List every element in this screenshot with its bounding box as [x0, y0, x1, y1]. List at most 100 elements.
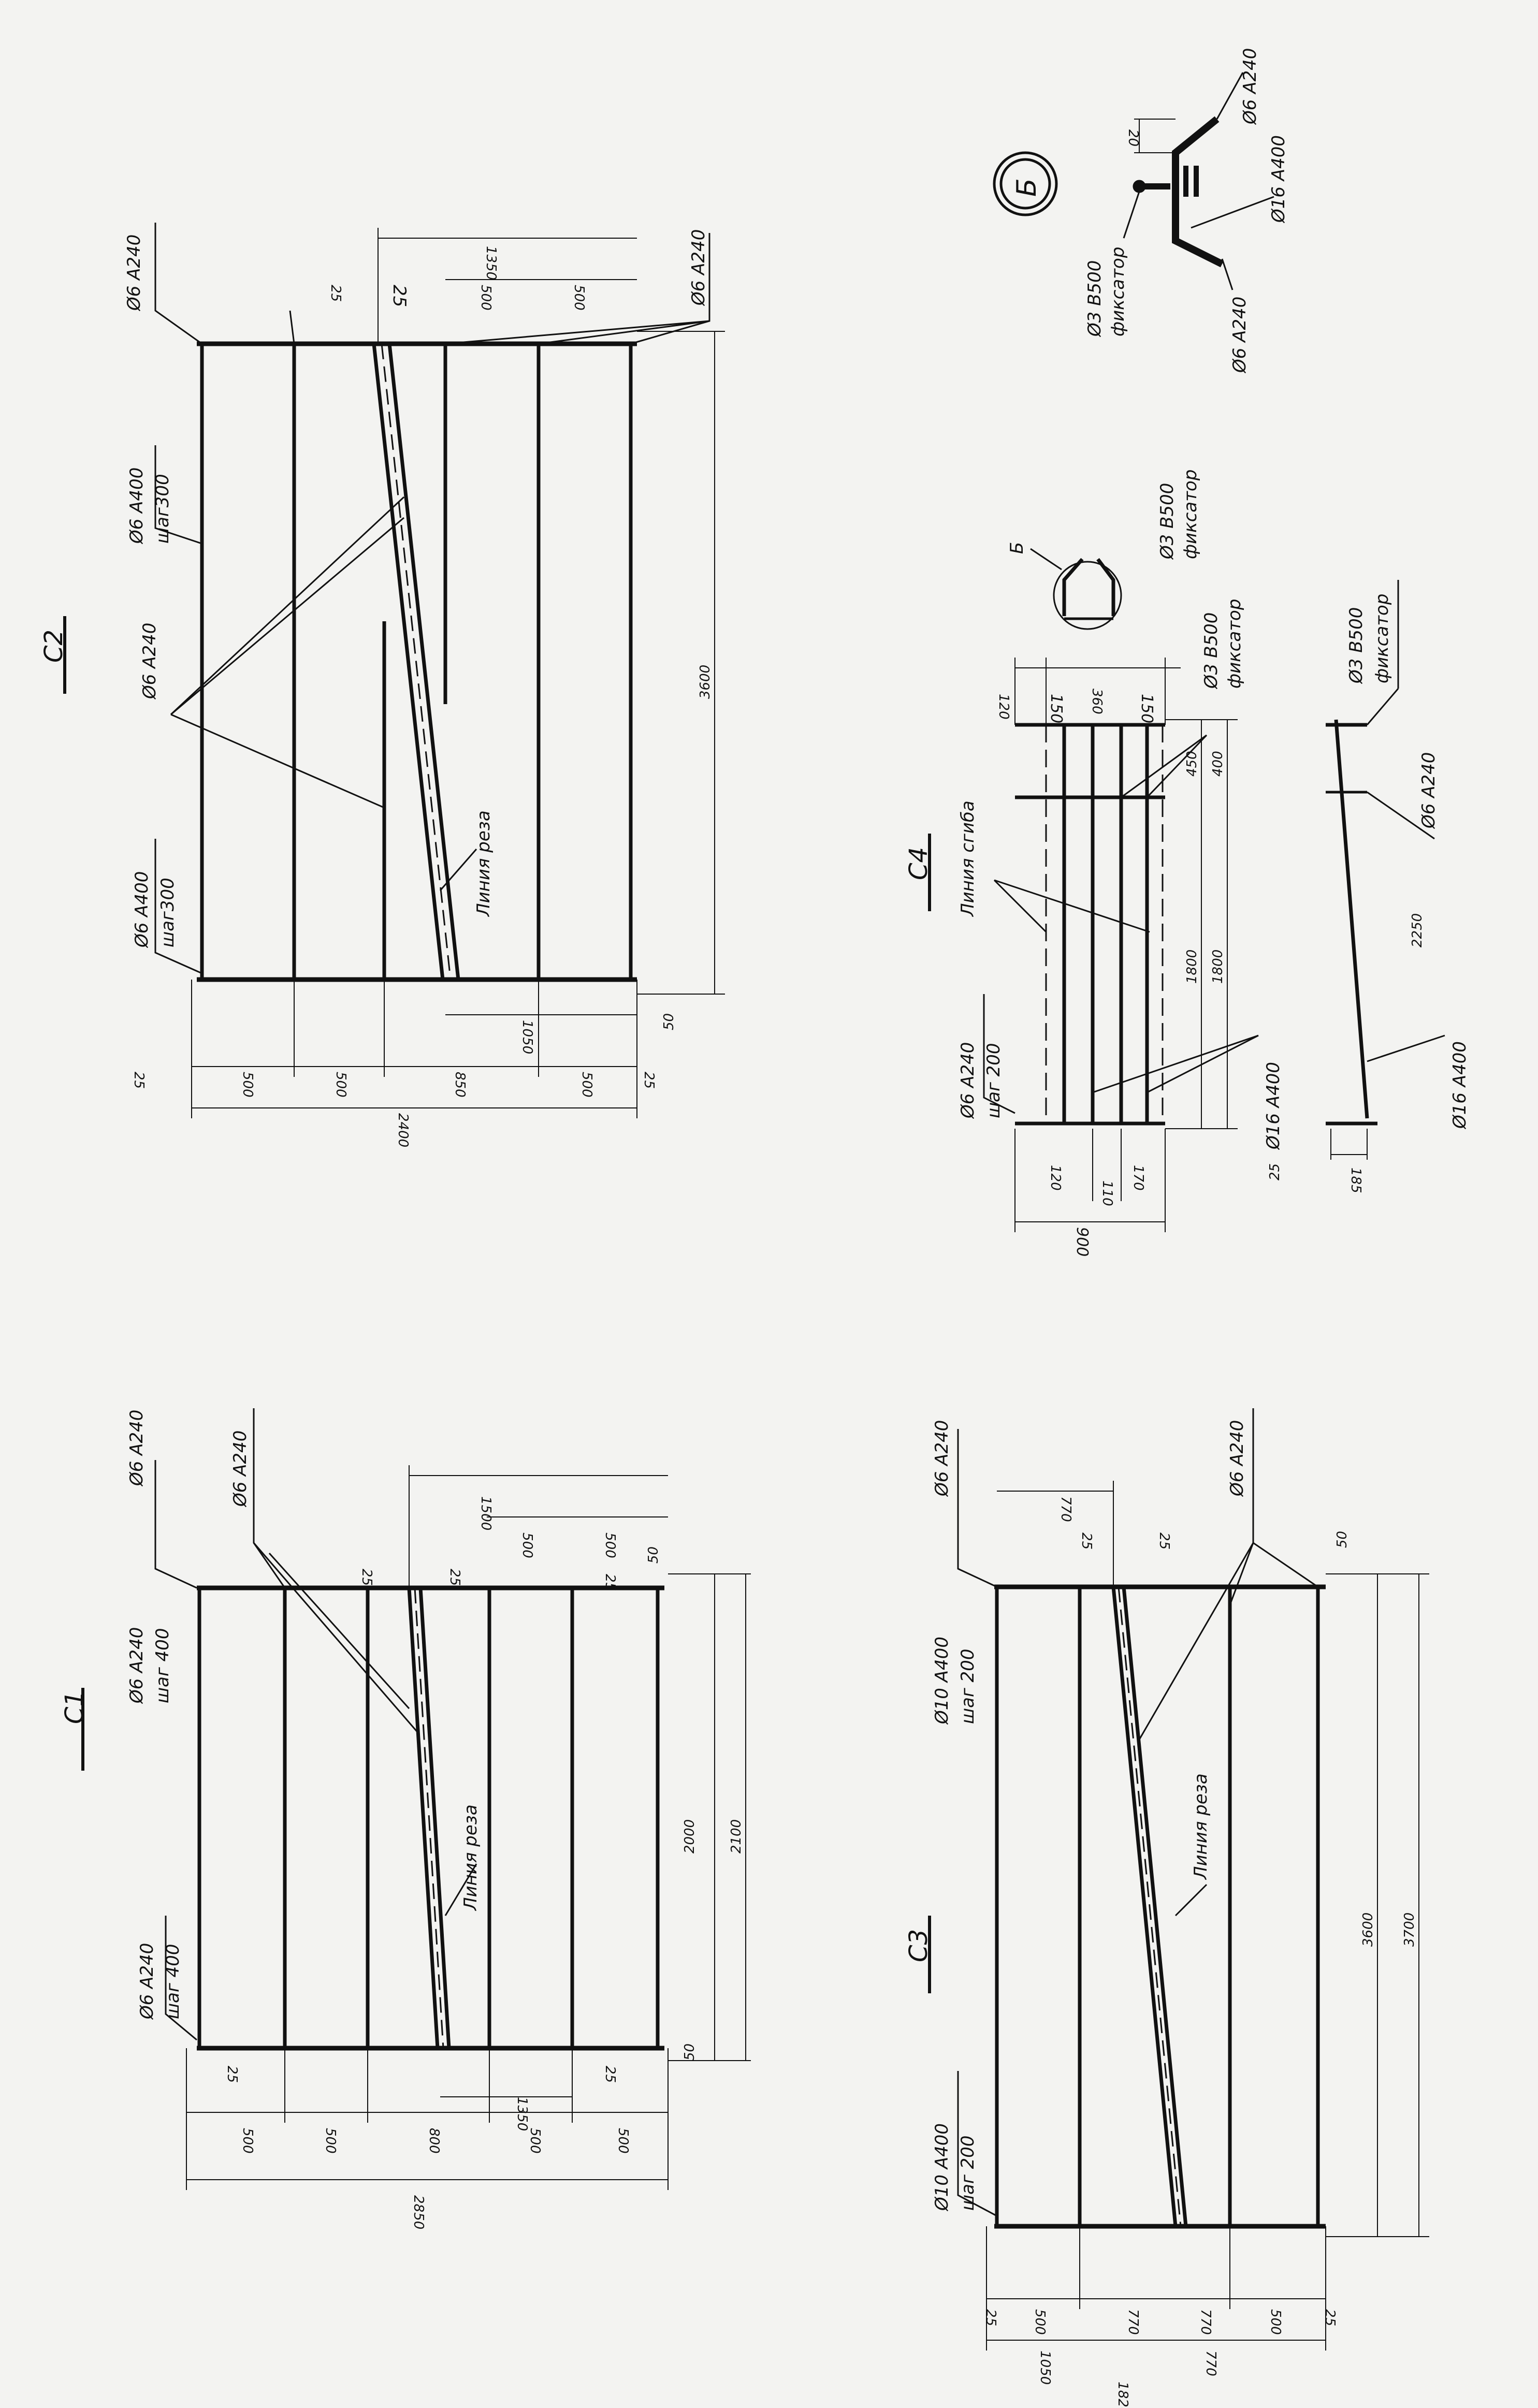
mesh-c3-labels: C3 Ø10 А400 шаг 200 Ø10 А400 шаг 200 Ø6 … [904, 1420, 1417, 2408]
dim-label: 500 [240, 1072, 255, 1098]
c2-rebar-label: Ø6 А240 [688, 229, 709, 307]
c2-cut-line [381, 343, 452, 980]
mesh-c1 [154, 1408, 751, 2190]
c4-side-label: фиксатор [1372, 594, 1392, 683]
detail-b-labels: Б Ø6 А240 Ø16 А400 Ø3 В500 фиксатор Ø6 А… [1011, 48, 1289, 374]
dim-label: 2000 [682, 1819, 698, 1854]
dim-label: 120 [1048, 1165, 1063, 1191]
c4-rebar-label: Ø6 А240 [957, 1042, 978, 1119]
detail-b-mark-outer [993, 151, 1058, 216]
c1-cut-bar-a [407, 1587, 440, 2049]
mesh-c2-labels: C2 Ø6 А400 шаг300 Ø6 А240 Ø6 А400 шаг300… [39, 229, 713, 1148]
dim-label: 500 [615, 2128, 631, 2154]
dim-label: 1050 [519, 1020, 535, 1054]
c1-title: C1 [60, 1691, 89, 1724]
c3-cut-line [1118, 1586, 1182, 2227]
dim-label: 150 [1047, 694, 1065, 723]
c4-callout-label: Б [1007, 542, 1027, 554]
dim-label: 25 [328, 285, 343, 302]
dim-label: 450 [1184, 751, 1200, 777]
dim-label: 25 [1156, 1533, 1172, 1550]
dim-label: 25 [1322, 2309, 1338, 2326]
dim-label: 3600 [1360, 1913, 1376, 1947]
detail-b-mark-inner [999, 158, 1051, 210]
detail-b-label: Ø3 В500 [1084, 260, 1105, 338]
dim-label: 500 [1032, 2309, 1048, 2335]
dim-label: 50 [661, 1013, 677, 1030]
c2-rebar-label: Ø6 А400 [132, 871, 152, 948]
dim-label: 25 [602, 1574, 618, 1591]
dim-label: 25 [1079, 1533, 1094, 1550]
dim-label: 500 [519, 1533, 535, 1558]
c4-side-view [1326, 580, 1445, 1160]
dim-label: 25 [131, 1072, 147, 1089]
dim-label: 800 [426, 2128, 442, 2154]
dim-label: 25 [224, 2066, 240, 2083]
dim-label: 150 [1138, 694, 1156, 723]
mesh-c2 [154, 223, 725, 1118]
dim-label: 500 [571, 285, 587, 311]
dim-label: 770 [1203, 2351, 1218, 2376]
dim-label: 1350 [483, 246, 499, 280]
dim-label: 3700 [1402, 1913, 1417, 1947]
c2-cut-bar-a [372, 343, 445, 980]
c1-rebar-label: Ø6 А240 [230, 1431, 251, 1508]
c4-side-label: Ø3 В500 [1346, 607, 1367, 684]
c1-cut-line-label: Линия реза [460, 1804, 481, 1911]
c4-rebar-label: Ø3 В500 [1157, 483, 1178, 560]
dim-label: 500 [602, 1533, 618, 1558]
c2-rebar-step: шаг300 [157, 878, 178, 947]
dim-label: 120 [996, 694, 1011, 720]
c2-cut-line-label: Линия реза [473, 810, 494, 917]
detail-b-shape [1172, 116, 1224, 268]
detail-b-label: фиксатор [1108, 247, 1128, 337]
dim-label: 50 [1334, 1531, 1350, 1548]
dim-label: 170 [1130, 1165, 1146, 1191]
dim-label: 500 [579, 1072, 594, 1098]
dim-label: 770 [1198, 2309, 1213, 2335]
c4-side-label: Ø6 А240 [1418, 752, 1439, 829]
dim-label: 110 [1099, 1180, 1115, 1206]
mesh-c4 [983, 548, 1259, 1232]
dim-label: 25 [389, 285, 410, 307]
c4-rebar-label: Ø16 А400 [1263, 1062, 1284, 1150]
c3-rebar-step: шаг 200 [957, 1648, 978, 1724]
dim-label: 500 [333, 1072, 349, 1098]
c3-cut-line-label: Линия реза [1191, 1773, 1211, 1880]
dim-label: 185 [1348, 1167, 1363, 1193]
c4-rebar-label: фиксатор [1180, 470, 1201, 559]
c4-rebar-step: шаг 200 [983, 1043, 1004, 1118]
c4-side-view-labels: Ø3 В500 фиксатор Ø6 А240 Ø16 А400 2250 1… [1346, 594, 1470, 1193]
c3-rebar-label: Ø6 А240 [932, 1420, 952, 1497]
c4-fold-line-label: Линия сгиба [957, 800, 978, 917]
detail-b [993, 72, 1274, 290]
c1-rebar-label: Ø6 А240 [137, 1943, 157, 2020]
dim-label: 1050 [1037, 2351, 1053, 2385]
dim-label: 1820 [1115, 2382, 1130, 2408]
detail-b-label: Ø16 А400 [1268, 135, 1289, 224]
c3-rebar-label: Ø10 А400 [932, 2123, 952, 2212]
dim-label: 500 [1268, 2309, 1283, 2335]
dim-label: 770 [1058, 1496, 1073, 1522]
c1-rebar-step: шаг 400 [163, 1944, 183, 2019]
c1-rebar-label: Ø6 А240 [126, 1627, 147, 1704]
c2-cut-bar-b [387, 343, 460, 980]
c1-rebar-label: Ø6 А240 [126, 1410, 147, 1487]
detail-b-label: Ø6 А240 [1229, 297, 1250, 374]
dim-label: 1350 [514, 2097, 530, 2131]
dim-label: 2100 [729, 1819, 744, 1854]
dim-label: 500 [527, 2128, 543, 2154]
c1-rebar-step: шаг 400 [152, 1628, 173, 1703]
mesh-c1-labels: C1 Ø6 А240 шаг 400 Ø6 А240 шаг 400 Ø6 А2… [60, 1410, 744, 2230]
detail-b-label: Ø6 А240 [1240, 48, 1260, 125]
dim-label: 900 [1073, 1227, 1091, 1257]
mesh-c4-labels: C4 Линия сгиба Ø6 А240 шаг 200 Ø16 А400 … [904, 470, 1284, 1257]
dim-label: 25 [359, 1569, 374, 1586]
c4-rebar-label: Ø3 В500 [1201, 612, 1222, 690]
c4-side-label: Ø16 А400 [1449, 1041, 1470, 1130]
dim-label: 770 [1125, 2309, 1141, 2335]
dim-label: 2400 [395, 1113, 411, 1147]
dim-label: 500 [240, 2128, 255, 2154]
c2-rebar-label: Ø6 А240 [124, 235, 144, 312]
